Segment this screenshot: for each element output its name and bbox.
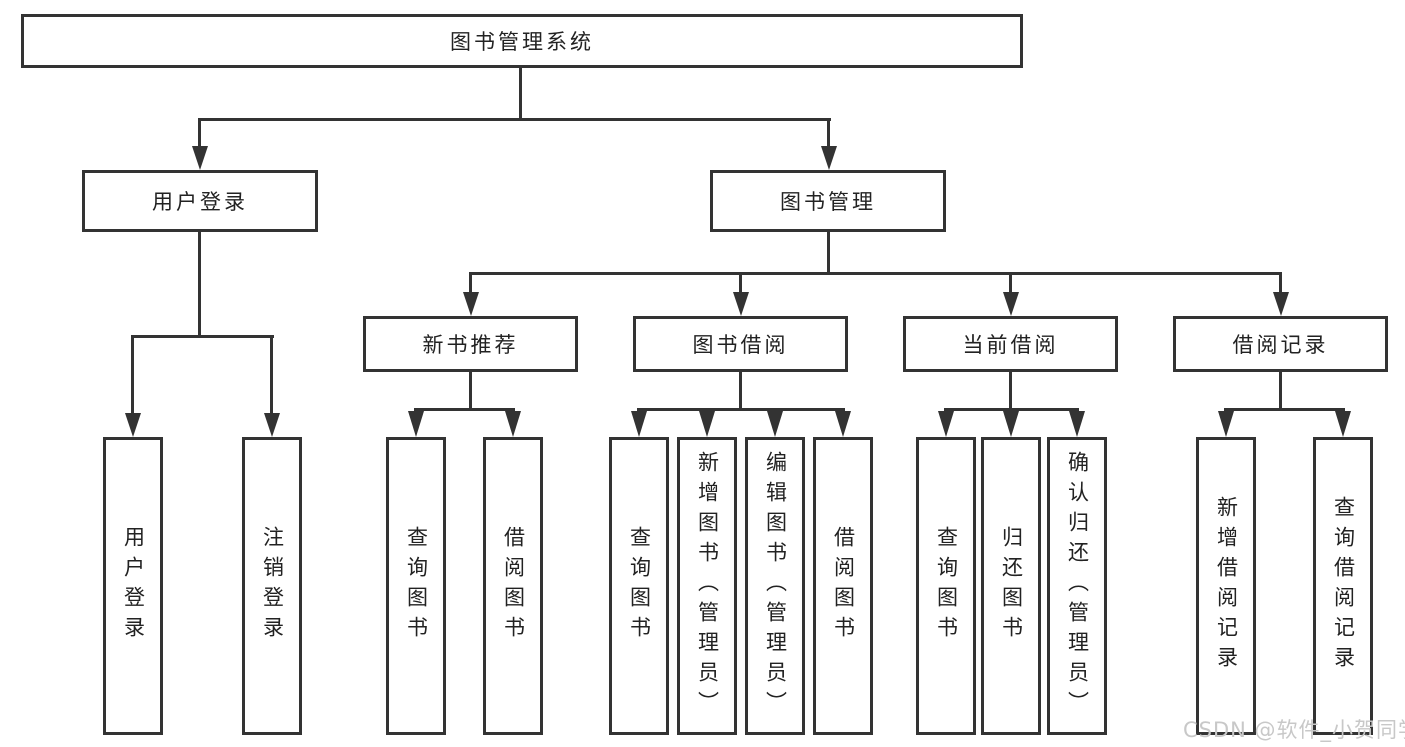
arrowhead-down-icon: [1335, 411, 1351, 437]
connector-borrowing-bar: [637, 408, 845, 411]
connector-drop: [270, 335, 273, 415]
connector-user-login-bar: [131, 335, 274, 338]
connector-user-login-drop: [198, 118, 201, 150]
leaf-label: 查询借阅记录: [1331, 496, 1356, 676]
connector-level3-bar: [469, 272, 1282, 275]
connector-records-bar: [1224, 408, 1345, 411]
node-borrowing-records: 借阅记录: [1173, 316, 1388, 372]
leaf-label: 用户登录: [121, 526, 146, 646]
arrowhead-down-icon: [125, 413, 141, 437]
connector-root-stem: [519, 67, 522, 118]
connector-recommend-bar: [414, 408, 515, 411]
connector-user-login-stem: [198, 230, 201, 335]
arrowhead-down-icon: [408, 411, 424, 437]
leaf-return-books: 归还图书: [981, 437, 1041, 735]
leaf-label: 查询图书: [627, 526, 652, 646]
leaf-query-borrow-record: 查询借阅记录: [1313, 437, 1373, 735]
leaf-label: 确认归还（管理员）: [1065, 451, 1090, 721]
arrowhead-down-icon: [767, 411, 783, 437]
leaf-query-books-recommend: 查询图书: [386, 437, 446, 735]
connector-drop: [469, 272, 472, 294]
arrowhead-down-icon: [1069, 411, 1085, 437]
leaf-borrow-books: 借阅图书: [813, 437, 873, 735]
arrowhead-down-icon: [1273, 292, 1289, 316]
node-library-system: 图书管理系统: [21, 14, 1023, 68]
leaf-edit-books-admin: 编辑图书（管理员）: [745, 437, 805, 735]
connector-drop: [739, 272, 742, 294]
arrowhead-down-icon: [938, 411, 954, 437]
csdn-watermark: CSDN @软件_小贺同学: [1183, 718, 1405, 742]
leaf-label: 新增图书（管理员）: [695, 451, 720, 721]
arrowhead-down-icon: [192, 146, 208, 170]
connector-drop: [131, 335, 134, 415]
connector-drop: [1009, 272, 1012, 294]
leaf-label: 借阅图书: [501, 526, 526, 646]
connector-current-stem: [1009, 370, 1012, 408]
leaf-add-books-admin: 新增图书（管理员）: [677, 437, 737, 735]
arrowhead-down-icon: [733, 292, 749, 316]
leaf-label: 查询图书: [934, 526, 959, 646]
node-book-borrowing: 图书借阅: [633, 316, 848, 372]
arrowhead-down-icon: [1003, 411, 1019, 437]
leaf-query-books-current: 查询图书: [916, 437, 976, 735]
arrowhead-down-icon: [505, 411, 521, 437]
leaf-label: 编辑图书（管理员）: [763, 451, 788, 721]
leaf-label: 注销登录: [260, 526, 285, 646]
connector-borrowing-stem: [739, 370, 742, 408]
arrowhead-down-icon: [699, 411, 715, 437]
leaf-label: 查询图书: [404, 526, 429, 646]
connector-records-stem: [1279, 370, 1282, 408]
connector-current-bar: [944, 408, 1079, 411]
leaf-label: 借阅图书: [831, 526, 856, 646]
arrowhead-down-icon: [821, 146, 837, 170]
node-new-book-recommend: 新书推荐: [363, 316, 578, 372]
leaf-add-borrow-record: 新增借阅记录: [1196, 437, 1256, 735]
arrowhead-down-icon: [1218, 411, 1234, 437]
arrowhead-down-icon: [1003, 292, 1019, 316]
arrowhead-down-icon: [264, 413, 280, 437]
leaf-query-books-borrowing: 查询图书: [609, 437, 669, 735]
connector-level2-bar: [198, 118, 831, 121]
node-user-login: 用户登录: [82, 170, 318, 232]
leaf-confirm-return-admin: 确认归还（管理员）: [1047, 437, 1107, 735]
arrowhead-down-icon: [835, 411, 851, 437]
node-current-borrowing: 当前借阅: [903, 316, 1118, 372]
arrowhead-down-icon: [631, 411, 647, 437]
leaf-user-login: 用户登录: [103, 437, 163, 735]
leaf-label: 新增借阅记录: [1214, 496, 1239, 676]
connector-book-mgmt-stem: [827, 230, 830, 272]
connector-recommend-stem: [469, 370, 472, 408]
leaf-logout: 注销登录: [242, 437, 302, 735]
node-book-management: 图书管理: [710, 170, 946, 232]
connector-drop: [1279, 272, 1282, 294]
leaf-label: 归还图书: [999, 526, 1024, 646]
arrowhead-down-icon: [463, 292, 479, 316]
connector-book-mgmt-drop: [827, 118, 830, 150]
leaf-borrow-books-recommend: 借阅图书: [483, 437, 543, 735]
